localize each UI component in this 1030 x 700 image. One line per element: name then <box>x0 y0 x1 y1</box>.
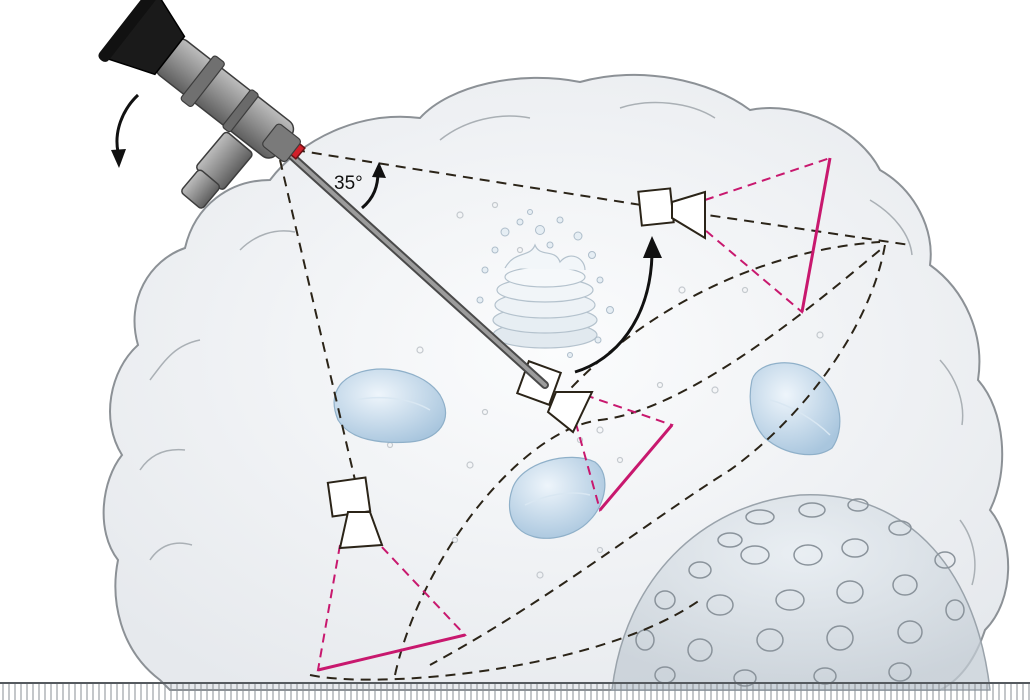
endoscope <box>98 0 549 389</box>
camera-view-top <box>637 156 832 314</box>
arrow-head-icon <box>372 162 386 178</box>
floating-cell <box>508 456 606 539</box>
camera-view-bottom <box>316 476 467 672</box>
perforated-dome <box>611 494 991 691</box>
floor-surface <box>0 682 1030 700</box>
arrow-head-icon <box>111 149 126 168</box>
angle-label: 35° <box>334 173 363 194</box>
motion-arrow <box>574 254 654 374</box>
rotation-arrow <box>115 93 140 153</box>
irrigation-splash <box>476 209 614 358</box>
arrow-head-icon <box>643 236 662 258</box>
floating-cell <box>333 368 447 444</box>
